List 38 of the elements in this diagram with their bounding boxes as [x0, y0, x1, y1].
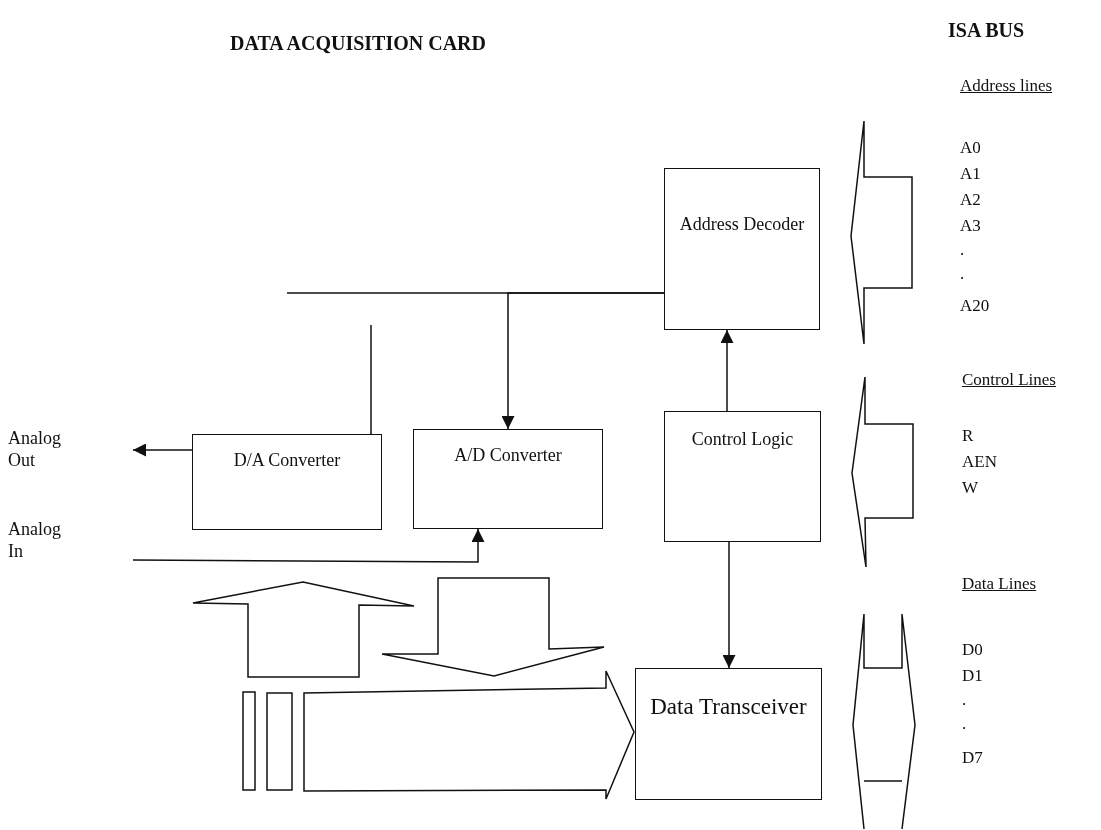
arrow: [501, 292, 665, 430]
signal-name: A2: [960, 190, 981, 211]
box-label: Address Decoder: [679, 213, 805, 236]
signal-name: D0: [962, 640, 983, 661]
diagram-title: DATA ACQUISITION CARD: [230, 32, 486, 55]
connector-line: [370, 324, 372, 435]
signal-name: A20: [960, 296, 990, 317]
process-box: [664, 168, 820, 330]
signal-name: D7: [962, 748, 983, 769]
process-box: [413, 429, 603, 529]
signal-name: .: [962, 714, 967, 735]
box-label: D/A Converter: [233, 449, 341, 472]
signal-name: .: [960, 264, 965, 285]
box-label: Analog In: [8, 517, 62, 563]
box-label: Data Transceiver: [650, 693, 807, 721]
signal-name: A3: [960, 216, 981, 237]
process-box: [635, 668, 822, 800]
group-heading: Address lines: [960, 76, 1053, 97]
process-box: [192, 434, 382, 530]
process-box: [664, 411, 821, 542]
signal-name: R: [962, 426, 974, 447]
box-label: Analog Out: [8, 426, 62, 472]
arrow: [720, 329, 734, 412]
box-label: Control Logic: [691, 428, 794, 451]
arrow: [132, 528, 485, 563]
signal-name: W: [962, 478, 979, 499]
box-label: A/D Converter: [454, 444, 562, 467]
arrow: [132, 443, 193, 457]
group-heading: Control Lines: [962, 370, 1056, 391]
signal-name: A1: [960, 164, 981, 185]
signal-name: AEN: [962, 452, 997, 473]
group-heading: Data Lines: [962, 574, 1037, 595]
signal-name: .: [960, 240, 965, 261]
bus-heading: ISA BUS: [948, 18, 1025, 42]
arrow: [722, 541, 736, 669]
signal-name: D1: [962, 666, 983, 687]
signal-name: A0: [960, 138, 981, 159]
signal-name: .: [962, 690, 967, 711]
